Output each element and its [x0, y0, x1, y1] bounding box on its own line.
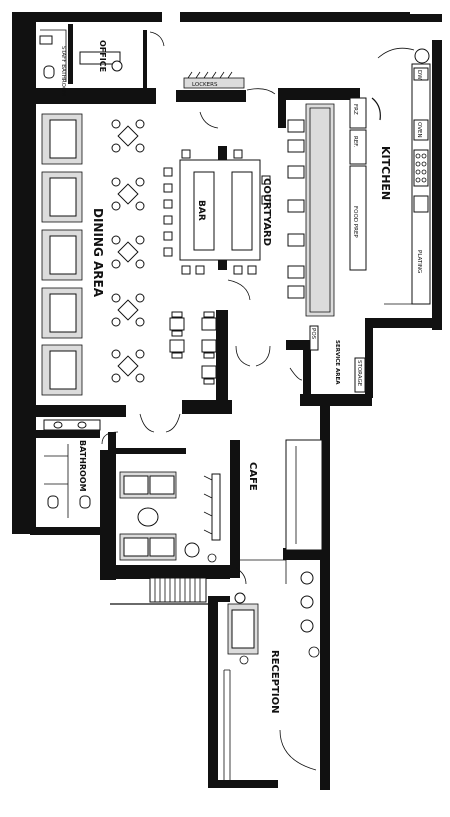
staff-bathroom-label: STAFF BATHROOM: [60, 46, 66, 96]
storage-label: STORAGE: [356, 360, 362, 387]
oven-label: OVEN: [416, 122, 422, 138]
interior-walls: [36, 24, 360, 602]
bar-label: BAR: [196, 200, 206, 221]
dining-tables: [111, 119, 217, 385]
service-area: POS SERVICE AREA STORAGE: [289, 325, 366, 393]
reception-label: RECEPTION: [269, 650, 280, 713]
kitchen-counter: [287, 103, 335, 317]
cafe: CAFE: [119, 439, 323, 585]
kitchen: FRZ REF. FOOD PREP DW OVEN PLATING KITCH…: [349, 47, 431, 305]
bar: BAR: [163, 149, 271, 275]
dining-booths: [41, 113, 83, 396]
courtyard-doors: [139, 111, 271, 433]
dw-label: DW: [416, 70, 422, 80]
courtyard-label: COURTYARD: [261, 178, 272, 246]
bathroom: BATHROOM: [43, 419, 119, 518]
lockers: LOCKERS: [183, 71, 276, 95]
ref-label: REF.: [352, 136, 358, 148]
stairs: [110, 577, 210, 605]
food-prep-label: FOOD PREP: [352, 206, 358, 238]
pos-label: POS: [310, 328, 316, 340]
kitchen-label: KITCHEN: [379, 146, 392, 200]
office: OFFICE: [79, 31, 165, 72]
lockers-label: LOCKERS: [192, 82, 218, 88]
plating-label: PLATING: [416, 250, 422, 273]
dining-area-label: DINING AREA: [91, 208, 105, 298]
bathroom-label: BATHROOM: [78, 440, 87, 492]
cafe-label: CAFE: [247, 462, 258, 491]
service-area-label: SERVICE AREA: [334, 340, 340, 385]
office-label: OFFICE: [98, 40, 107, 72]
frz-label: FRZ: [352, 104, 358, 115]
reception: RECEPTION: [223, 559, 320, 780]
staff-bathroom: STAFF BATHROOM: [39, 29, 67, 96]
